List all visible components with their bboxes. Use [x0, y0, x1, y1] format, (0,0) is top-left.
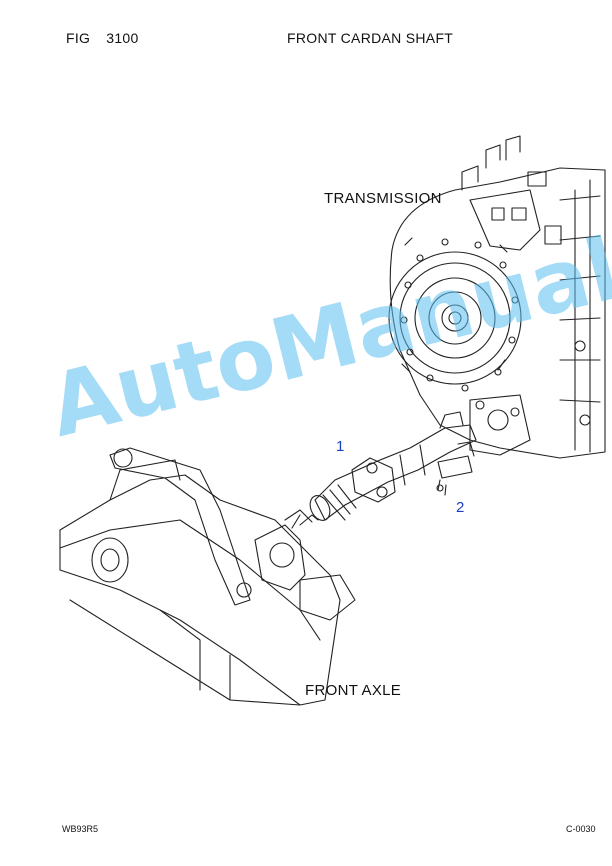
transmission-housing: [388, 135, 606, 459]
callout-1: 1: [336, 438, 345, 455]
callout-2: 2: [456, 499, 465, 516]
cardan-shaft: [309, 411, 477, 521]
footer-model-code: WB93R5: [62, 824, 99, 834]
page-title: FRONT CARDAN SHAFT: [287, 30, 454, 46]
front-axle: [59, 447, 356, 706]
footer-page-code: C-0030: [566, 824, 596, 834]
front-axle-label: FRONT AXLE: [305, 682, 402, 699]
transmission-label: TRANSMISSION: [324, 190, 442, 207]
fig-number: 3100: [106, 30, 139, 46]
support-bracket: [436, 455, 473, 496]
figure-number: FIG 3100: [66, 30, 139, 46]
fig-label: FIG: [66, 30, 91, 46]
